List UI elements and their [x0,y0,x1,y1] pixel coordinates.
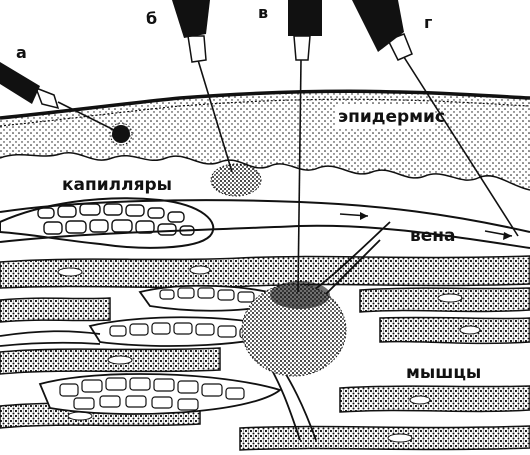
injection-deposits [109,122,347,377]
syringe-g: г [352,0,519,237]
label-injection-b: б [146,9,157,28]
syringe-b: б [146,0,233,173]
label-vein: вена [410,226,456,246]
deposit-intramuscular [241,281,347,377]
muscle-layer: мышцы [0,255,530,451]
label-injection-v: в [258,3,268,22]
label-injection-g: г [424,13,432,32]
label-epidermis: эпидермис [338,107,445,127]
syringe-v: в [258,0,322,293]
epidermis-layer: эпидермис [0,89,530,191]
capillary-network-upper: капилляры [0,172,215,249]
deposit-subcutaneous [210,163,262,197]
label-capillaries: капилляры [62,175,172,195]
label-muscles: мышцы [406,363,481,383]
label-injection-a: а [16,43,27,62]
deposit-intradermal [109,122,133,146]
syringe-a: а [0,43,121,134]
